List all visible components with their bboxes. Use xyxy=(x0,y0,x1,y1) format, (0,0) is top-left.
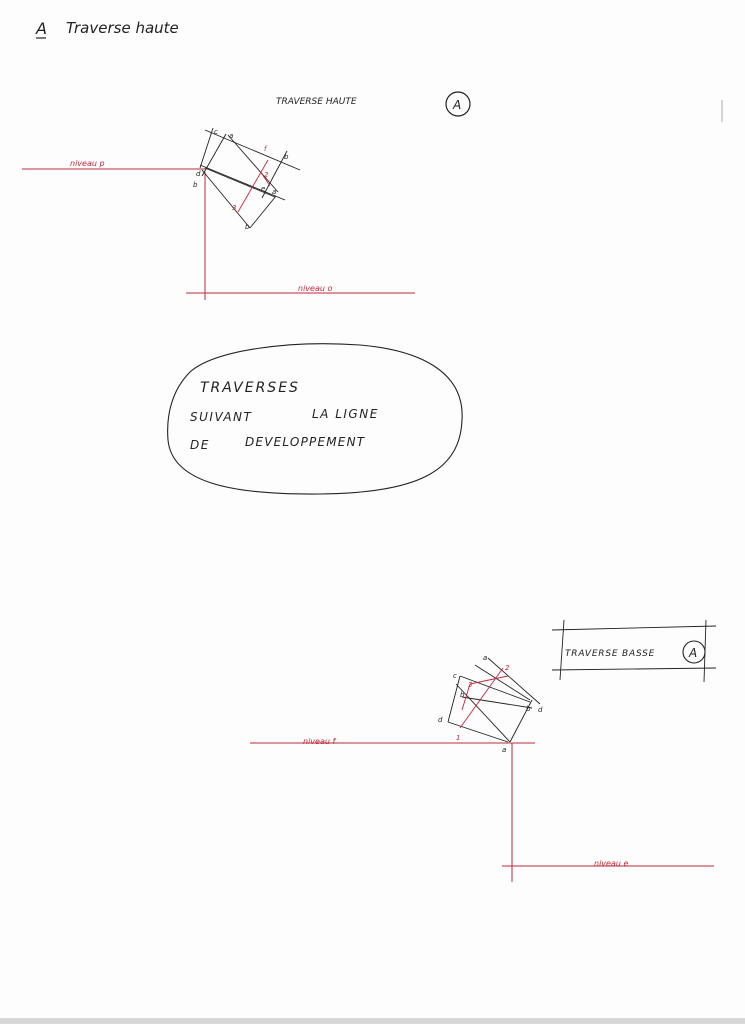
bottom-level-lower-label: niveau e xyxy=(594,859,628,868)
top-label-b3: b xyxy=(245,223,250,231)
top-label-f: f xyxy=(264,145,268,153)
page-title: Traverse haute xyxy=(66,19,179,37)
note-line1: TRAVERSES xyxy=(200,380,300,396)
bottom-diagram-title: TRAVERSE BASSE xyxy=(565,649,655,659)
top-badge-label: A xyxy=(452,98,461,112)
bottom-badge-circle xyxy=(682,640,706,664)
top-section-geometry xyxy=(199,127,301,229)
bottom-label-c: c xyxy=(453,672,457,680)
top-level-lower-label: niveau o xyxy=(298,284,332,293)
note-line3-b: DEVELOPPEMENT xyxy=(245,435,366,449)
note-outline xyxy=(167,343,463,495)
top-label-a2: a xyxy=(272,188,276,196)
top-diagram: TRAVERSE HAUTE A niveau p niveau o c a b… xyxy=(22,91,471,300)
bottom-label-a1: a xyxy=(483,654,487,662)
note-line2-b: LA LIGNE xyxy=(312,407,379,421)
bottom-label-d1: d xyxy=(438,716,443,724)
top-label-3: 3 xyxy=(232,204,236,212)
bottom-section-geometry xyxy=(447,657,541,743)
top-label-b2: b xyxy=(193,181,198,189)
note-bubble: TRAVERSES SUIVANT LA LIGNE DE DEVELOPPEM… xyxy=(167,343,463,495)
top-label-a1: a xyxy=(229,132,233,140)
scan-edge xyxy=(0,1018,745,1024)
page-title-marker: A xyxy=(35,19,47,38)
bottom-label-3: 3 xyxy=(468,681,472,689)
bottom-label-1: 1 xyxy=(456,734,460,742)
bottom-title-frame xyxy=(551,619,717,683)
bottom-badge-label: A xyxy=(688,646,697,660)
top-label-b1: b xyxy=(284,153,289,161)
note-line3-a: DE xyxy=(190,438,210,452)
top-level-upper-label: niveau p xyxy=(70,159,105,168)
bottom-diagram: TRAVERSE BASSE A niveau f niveau e c a b… xyxy=(250,619,717,882)
top-label-c: c xyxy=(214,128,218,136)
top-label-2: 2 xyxy=(264,171,269,179)
bottom-label-d2: d xyxy=(538,706,543,714)
bottom-level-upper-label: niveau f xyxy=(303,737,336,746)
bottom-label-b1: b xyxy=(460,691,465,699)
top-label-d: d xyxy=(196,170,201,178)
top-badge-circle xyxy=(445,91,471,117)
note-line2-a: SUIVANT xyxy=(190,410,253,424)
bottom-label-b2: b xyxy=(526,705,531,713)
bottom-label-a2: a xyxy=(502,746,506,754)
top-label-e: e xyxy=(261,185,265,193)
bottom-label-2: 2 xyxy=(505,664,510,672)
bottom-section-construction-red xyxy=(459,667,509,729)
top-section-construction-red xyxy=(237,159,271,213)
top-diagram-title: TRAVERSE HAUTE xyxy=(276,97,357,107)
